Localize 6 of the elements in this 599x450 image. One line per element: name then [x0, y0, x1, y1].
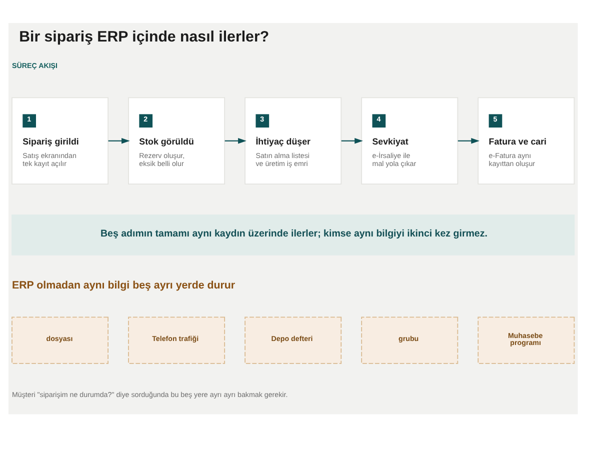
arrow — [341, 138, 363, 144]
arrow — [224, 138, 246, 144]
arrow — [108, 138, 130, 144]
diagram-title: Bir sipariş ERP içinde nasıl ilerler? — [19, 28, 270, 46]
arrow — [458, 138, 480, 144]
label: ERP olmadan aynı bilgi beş ayrı yerde durur — [12, 279, 236, 292]
